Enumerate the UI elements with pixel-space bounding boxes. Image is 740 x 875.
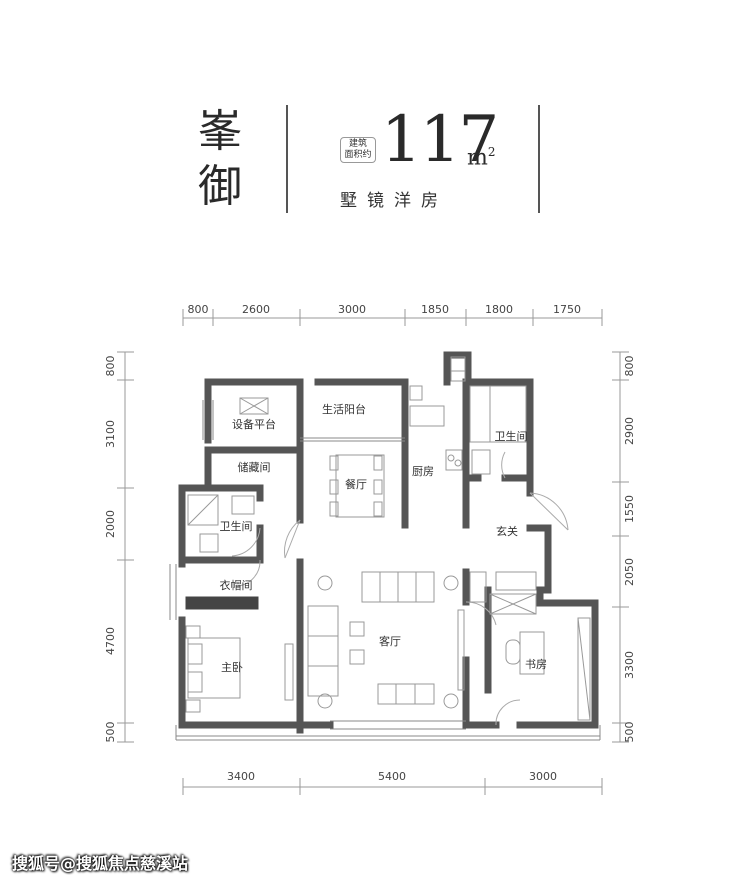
subtitle: 墅镜洋房 bbox=[340, 191, 448, 211]
room-bathroom-right: 卫生间 bbox=[495, 429, 528, 443]
dim-left-1: 800 bbox=[104, 356, 117, 377]
room-storage: 储藏间 bbox=[238, 460, 271, 474]
dim-bottom-2: 5400 bbox=[378, 770, 406, 783]
header: 峯 御 建筑 面积约 117 m2 墅镜洋房 bbox=[0, 0, 740, 240]
walls bbox=[178, 351, 599, 734]
brand-char-2: 御 bbox=[198, 161, 242, 212]
dim-top-3: 3000 bbox=[338, 303, 366, 316]
area-tag-line2: 面积约 bbox=[344, 150, 372, 160]
dim-right-6: 500 bbox=[623, 722, 636, 743]
room-study: 书房 bbox=[525, 658, 547, 671]
windows bbox=[169, 400, 601, 741]
dim-bottom-1: 3400 bbox=[227, 770, 255, 783]
dim-top-1: 800 bbox=[188, 303, 209, 316]
divider-right bbox=[538, 105, 540, 213]
dim-top-4: 1850 bbox=[421, 303, 449, 316]
dim-top-2: 2600 bbox=[242, 303, 270, 316]
room-dining: 餐厅 bbox=[345, 477, 367, 491]
dim-right-2: 2900 bbox=[623, 417, 636, 445]
dim-left-3: 2000 bbox=[104, 510, 117, 538]
dimension-lines bbox=[117, 309, 629, 795]
dim-bottom-3: 3000 bbox=[529, 770, 557, 783]
area-unit-sup: 2 bbox=[487, 145, 496, 159]
dim-top-5: 1800 bbox=[485, 303, 513, 316]
room-foyer: 玄关 bbox=[496, 524, 518, 538]
dim-left-5: 500 bbox=[104, 722, 117, 743]
divider-left bbox=[286, 105, 288, 213]
dim-left-2: 3100 bbox=[104, 420, 117, 448]
room-cloakroom: 衣帽间 bbox=[220, 578, 253, 592]
room-bathroom-left: 卫生间 bbox=[220, 519, 253, 533]
doors bbox=[231, 451, 569, 726]
area-unit: m2 bbox=[467, 145, 496, 170]
dim-right-4: 2050 bbox=[623, 558, 636, 586]
dim-right-3: 1550 bbox=[623, 495, 636, 523]
room-living-balcony: 生活阳台 bbox=[322, 402, 366, 416]
room-living: 客厅 bbox=[379, 634, 401, 648]
area-tag-line1: 建筑 bbox=[348, 139, 367, 149]
watermark: 搜狐号@搜狐焦点慈溪站 bbox=[12, 854, 189, 873]
dim-left-4: 4700 bbox=[104, 627, 117, 655]
area-tag: 建筑 面积约 bbox=[340, 137, 376, 163]
dim-top-6: 1750 bbox=[553, 303, 581, 316]
room-equipment-platform: 设备平台 bbox=[232, 417, 276, 431]
area-number: 117 bbox=[381, 103, 499, 177]
room-master-bedroom: 主卧 bbox=[221, 661, 243, 674]
area-unit-text: m bbox=[467, 145, 488, 171]
dim-right-1: 800 bbox=[623, 356, 636, 377]
room-kitchen: 厨房 bbox=[412, 465, 434, 478]
dim-right-5: 3300 bbox=[623, 651, 636, 679]
furniture bbox=[185, 356, 591, 721]
brand-char-1: 峯 bbox=[198, 106, 242, 157]
